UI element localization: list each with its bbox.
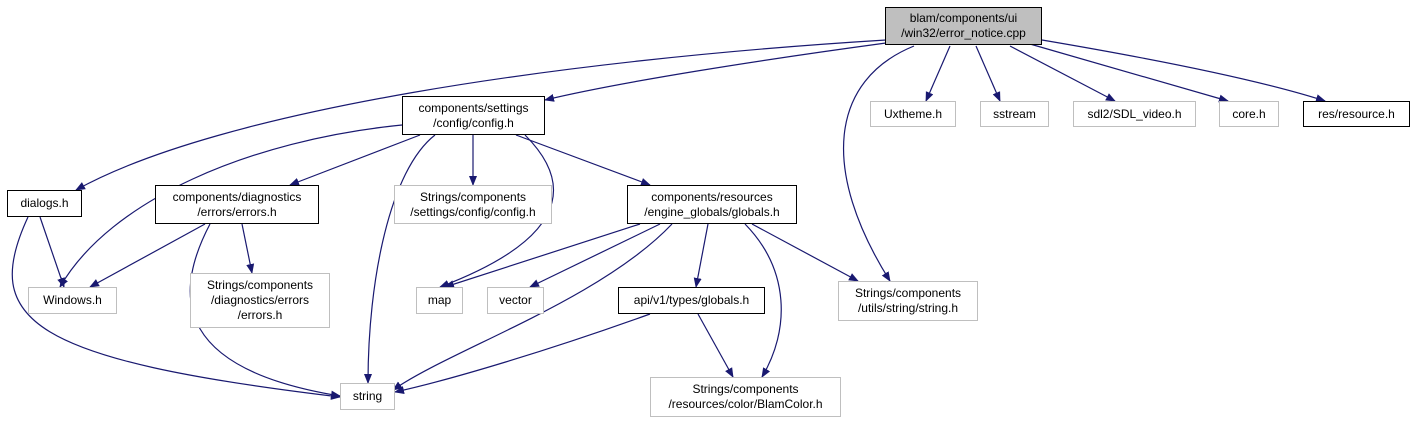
node-label-line: api/v1/types/globals.h bbox=[633, 293, 750, 307]
node-string: string bbox=[340, 383, 395, 410]
edge-errors-to-windows bbox=[89, 223, 206, 288]
node-label-line: res/resource.h bbox=[1318, 106, 1395, 121]
edge-globals-to-str-string bbox=[751, 223, 859, 282]
edge-api-to-blamcolor bbox=[697, 313, 734, 378]
node-label-line: Strings/components bbox=[692, 382, 799, 396]
edge-root-to-str-string bbox=[842, 45, 915, 282]
edge-root-to-config bbox=[544, 42, 887, 102]
edge-api-to-string bbox=[394, 313, 651, 394]
node-label-line: /resources/color/BlamColor.h bbox=[668, 397, 823, 411]
node-strings-errors-h: Strings/components /diagnostics/errors /… bbox=[190, 273, 330, 328]
edge-root-to-uxtheme bbox=[925, 45, 951, 102]
edge-root-to-sdl-video bbox=[1009, 45, 1116, 102]
node-label-line: /win32/error_notice.cpp bbox=[901, 26, 1026, 40]
node-label-line: sstream bbox=[993, 106, 1036, 121]
node-label-line: blam/components/ui bbox=[909, 11, 1018, 25]
edge-globals-to-blamcolor bbox=[744, 223, 782, 378]
node-vector: vector bbox=[487, 287, 544, 314]
node-strings-config-h: Strings/components /settings/config/conf… bbox=[394, 185, 552, 224]
node-core-h: core.h bbox=[1219, 101, 1279, 127]
node-label-line: /settings/config/config.h bbox=[410, 204, 536, 219]
node-label-line: vector bbox=[499, 293, 532, 307]
node-strings-string-h: Strings/components /utils/string/string.… bbox=[838, 281, 978, 321]
edge-config-to-errors bbox=[289, 134, 421, 186]
node-resource-h[interactable]: res/resource.h bbox=[1303, 101, 1410, 127]
edge-root-to-sstream bbox=[975, 45, 1001, 102]
node-api-v1-globals-h[interactable]: api/v1/types/globals.h bbox=[618, 287, 765, 314]
edge-root-to-core bbox=[1029, 43, 1229, 103]
node-label-line: string bbox=[352, 389, 383, 403]
node-label-line: components/settings bbox=[418, 100, 529, 115]
node-engine-globals-h[interactable]: components/resources /engine_globals/glo… bbox=[627, 185, 797, 224]
edge-errors-to-str-errors bbox=[241, 223, 255, 274]
node-label-line: /errors/errors.h bbox=[197, 204, 277, 219]
node-sdl-video-h: sdl2/SDL_video.h bbox=[1073, 101, 1196, 127]
edge-root-to-dialogs bbox=[75, 39, 887, 191]
node-label-line: /engine_globals/globals.h bbox=[644, 204, 780, 219]
node-label-line: dialogs.h bbox=[20, 196, 69, 210]
edge-config-to-windows bbox=[59, 124, 403, 288]
node-label-line: /utils/string/string.h bbox=[857, 301, 959, 315]
node-root-error-notice-cpp: blam/components/ui /win32/error_notice.c… bbox=[885, 7, 1042, 45]
edge-globals-to-string bbox=[392, 223, 673, 391]
edge-dialogs-to-windows bbox=[39, 216, 65, 288]
node-label-line: /config/config.h bbox=[433, 115, 514, 130]
node-label-line: components/resources bbox=[651, 189, 773, 204]
node-label-line: Uxtheme.h bbox=[883, 106, 943, 121]
node-sstream: sstream bbox=[980, 101, 1049, 127]
node-uxtheme-h: Uxtheme.h bbox=[870, 101, 956, 127]
edge-globals-to-map bbox=[444, 223, 641, 289]
node-config-h[interactable]: components/settings /config/config.h bbox=[402, 96, 545, 135]
node-dialogs-h[interactable]: dialogs.h bbox=[7, 190, 82, 217]
node-strings-blamcolor-h: Strings/components /resources/color/Blam… bbox=[650, 377, 841, 417]
node-label-line: /errors.h bbox=[237, 308, 283, 322]
node-label-line: Strings/components bbox=[206, 278, 314, 292]
node-map: map bbox=[416, 287, 463, 314]
node-label-line: map bbox=[427, 293, 452, 307]
edge-config-to-string bbox=[364, 134, 436, 384]
node-label-line: /diagnostics/errors bbox=[210, 293, 310, 307]
node-errors-h[interactable]: components/diagnostics /errors/errors.h bbox=[155, 185, 319, 224]
node-label-line: core.h bbox=[1232, 106, 1266, 121]
edge-errors-to-string bbox=[189, 223, 341, 399]
node-label-line: Windows.h bbox=[43, 293, 102, 307]
node-windows-h: Windows.h bbox=[28, 287, 117, 314]
node-label-line: sdl2/SDL_video.h bbox=[1087, 106, 1182, 121]
node-label-line: Strings/components bbox=[854, 286, 962, 300]
node-label-line: Strings/components bbox=[419, 189, 527, 204]
edge-globals-to-api bbox=[693, 223, 709, 288]
edge-dialogs-to-string bbox=[11, 216, 341, 400]
node-label-line: components/diagnostics bbox=[172, 189, 302, 204]
edge-root-to-resource bbox=[1041, 39, 1326, 103]
edge-config-to-globals bbox=[515, 134, 651, 186]
edge-globals-to-vector bbox=[529, 223, 661, 288]
